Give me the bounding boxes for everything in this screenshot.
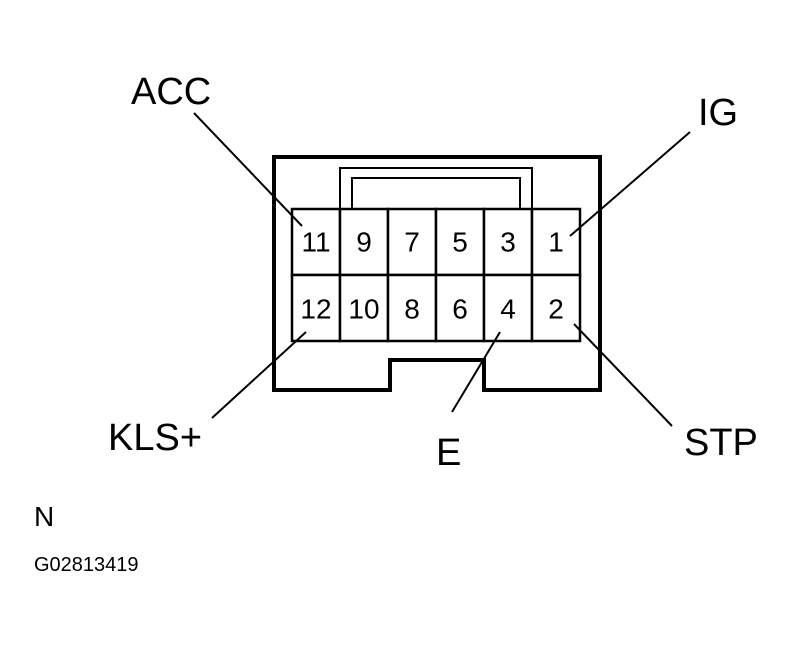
leader-line-e bbox=[451, 331, 501, 413]
pin-cell bbox=[482, 273, 534, 343]
leader-line-acc bbox=[193, 112, 303, 227]
pin-labels: 11 9 7 5 3 1 12 10 8 6 4 2 bbox=[300, 227, 563, 325]
pin-label-7: 7 bbox=[404, 227, 420, 258]
figure-id: G02813419 bbox=[34, 554, 139, 576]
callout-kls: KLS+ bbox=[108, 417, 202, 459]
pin-label-6: 6 bbox=[452, 294, 468, 325]
pin-label-8: 8 bbox=[404, 294, 420, 325]
pin-label-4: 4 bbox=[500, 294, 516, 325]
pin-label-2: 2 bbox=[548, 294, 564, 325]
callout-acc: ACC bbox=[131, 71, 211, 113]
callout-stp: STP bbox=[684, 422, 758, 464]
leader-lines bbox=[193, 112, 691, 427]
leader-line-stp bbox=[573, 323, 673, 427]
pin-grid bbox=[290, 207, 582, 343]
pin-cell bbox=[530, 273, 582, 343]
leader-line-kls bbox=[211, 331, 307, 419]
pin-cell bbox=[530, 207, 582, 277]
callout-ig: IG bbox=[698, 92, 738, 134]
leader-line-ig bbox=[569, 131, 691, 237]
pin-cell bbox=[338, 207, 390, 277]
pin-label-9: 9 bbox=[356, 227, 372, 258]
pin-label-1: 1 bbox=[548, 227, 564, 258]
locking-tab-inner bbox=[351, 177, 521, 209]
view-letter: N bbox=[34, 501, 54, 532]
callout-labels: ACC IG KLS+ E STP bbox=[108, 71, 758, 474]
callout-e: E bbox=[436, 432, 461, 474]
pin-cell bbox=[386, 273, 438, 343]
pin-label-3: 3 bbox=[500, 227, 516, 258]
pin-label-11: 11 bbox=[301, 227, 330, 258]
pin-label-12: 12 bbox=[300, 294, 331, 325]
pin-label-5: 5 bbox=[452, 227, 468, 258]
pin-label-10: 10 bbox=[348, 294, 379, 325]
locking-tab-outer bbox=[339, 167, 533, 209]
